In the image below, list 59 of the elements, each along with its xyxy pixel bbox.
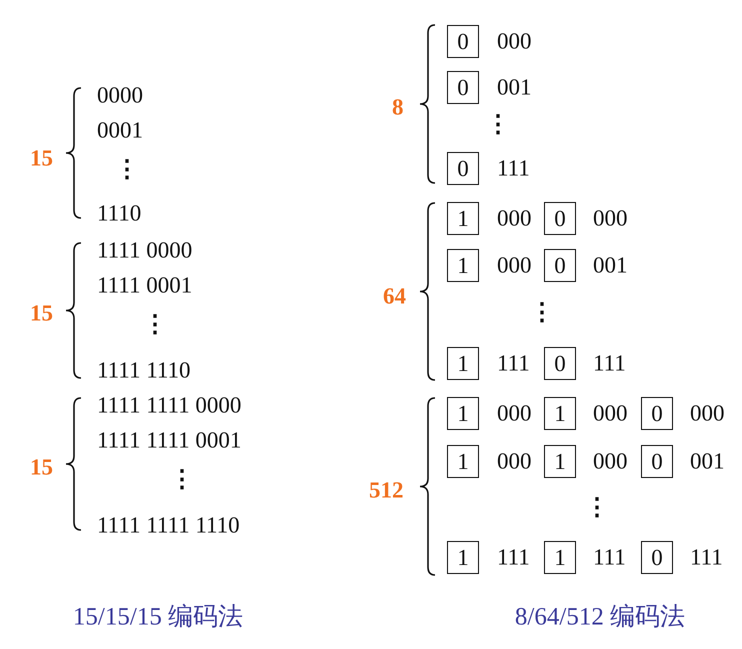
- boxed-digit: 0: [447, 152, 479, 185]
- code-bits: 111: [497, 352, 530, 374]
- code-bits: 0000: [97, 84, 143, 106]
- code-bits: 001: [690, 450, 724, 472]
- ellipsis: ⋮: [115, 158, 139, 182]
- group-count: 8: [392, 96, 404, 118]
- group-count: 15: [30, 456, 53, 478]
- ellipsis: ⋮: [143, 313, 167, 337]
- caption: 15/15/15 编码法: [72, 604, 244, 630]
- code-bits: 1111 0001: [97, 274, 192, 296]
- boxed-digit: 0: [544, 347, 576, 380]
- boxed-digit: 1: [447, 347, 479, 380]
- code-bits: 000: [497, 206, 532, 230]
- code-bits: 001: [497, 76, 532, 98]
- ellipsis: ⋮: [170, 468, 194, 492]
- boxed-digit: 0: [641, 541, 673, 574]
- code-bits: 000: [497, 30, 532, 52]
- code-bits: 1111 1111 0000: [97, 394, 242, 416]
- group-count: 512: [369, 478, 404, 502]
- group-count: 64: [383, 284, 406, 308]
- code-bits: 000: [593, 450, 628, 472]
- boxed-digit: 1: [447, 202, 479, 235]
- boxed-digit: 1: [447, 541, 479, 574]
- boxed-digit: 1: [544, 397, 576, 430]
- ellipsis: ⋮: [530, 301, 554, 325]
- group-count: 15: [30, 302, 53, 324]
- code-bits: 111: [497, 156, 530, 180]
- boxed-digit: 0: [544, 249, 576, 282]
- code-bits: 000: [593, 206, 628, 230]
- code-bits: 1111 1111 0001: [97, 428, 242, 452]
- group-count: 15: [30, 146, 53, 170]
- boxed-digit: 0: [447, 25, 479, 58]
- boxed-digit: 1: [544, 445, 576, 478]
- code-bits: 000: [690, 402, 724, 424]
- boxed-digit: 0: [447, 71, 479, 104]
- boxed-digit: 1: [544, 541, 576, 574]
- boxed-digit: 1: [447, 397, 479, 430]
- code-bits: 1110: [97, 202, 142, 224]
- code-bits: 000: [593, 402, 628, 424]
- boxed-digit: 1: [447, 445, 479, 478]
- boxed-digit: 0: [544, 202, 576, 235]
- code-bits: 111: [497, 546, 530, 568]
- ellipsis: ⋮: [486, 113, 510, 137]
- caption: 8/64/512 编码法: [514, 604, 686, 630]
- code-bits: 111: [593, 546, 626, 568]
- ellipsis: ⋮: [585, 496, 609, 520]
- code-bits: 000: [497, 450, 532, 472]
- code-bits: 1111 1111 1110: [97, 514, 240, 536]
- code-bits: 1111 1110: [97, 358, 190, 382]
- code-bits: 1111 0000: [97, 238, 192, 262]
- code-bits: 000: [497, 254, 532, 276]
- code-bits: 001: [593, 254, 628, 276]
- code-bits: 111: [593, 352, 626, 374]
- boxed-digit: 0: [641, 445, 673, 478]
- code-bits: 0001: [97, 118, 143, 142]
- code-bits: 000: [497, 402, 532, 424]
- code-bits: 111: [690, 546, 723, 568]
- boxed-digit: 1: [447, 249, 479, 282]
- boxed-digit: 0: [641, 397, 673, 430]
